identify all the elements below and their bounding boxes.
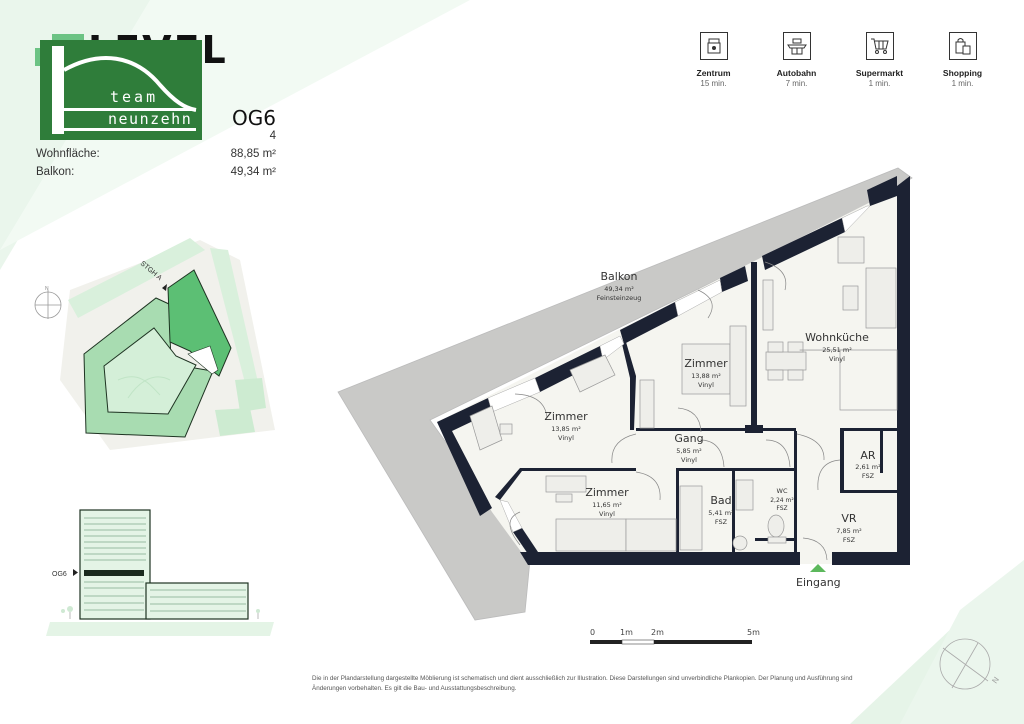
room-labels: Balkon 49,34 m² Feinsteinzeug Zimmer 13,… [544,270,881,544]
room-name-gang: Gang [674,432,703,445]
building-section: OG6 [46,509,274,636]
entrance-arrow-icon [810,564,826,572]
svg-text:FSZ: FSZ [715,518,728,526]
svg-text:11,65 m²: 11,65 m² [592,501,622,509]
interior-walls [495,262,898,552]
amenity-distance: 1 min. [951,79,974,88]
city-center-icon [699,32,728,60]
scale-label: 0 [590,628,596,637]
svg-text:N: N [990,675,1001,685]
logo-mark-icon [52,46,197,134]
amenity-label: Zentrum [696,68,731,78]
room-name-zimmer: Zimmer [585,486,629,499]
svg-text:13,85 m²: 13,85 m² [551,425,581,433]
svg-text:FSZ: FSZ [843,536,856,544]
svg-text:FSZ: FSZ [862,472,875,480]
svg-text:N: N [45,286,49,292]
room-name-bad: Bad [710,494,731,507]
info-row-rooms: Zimmer: 4 [36,130,276,142]
shopping-bag-icon [948,32,977,60]
svg-text:5,41 m²: 5,41 m² [708,509,734,517]
svg-text:Vinyl: Vinyl [558,434,574,442]
info-value: 88,85 m² [230,148,276,160]
info-label: Wohnfläche: [36,148,100,160]
unit-id: OG6 [232,106,276,130]
site-plan: STGH A N [34,238,275,450]
room-name-vr: VR [841,512,857,525]
svg-text:25,51 m²: 25,51 m² [822,346,852,354]
shopping-cart-icon [865,32,894,60]
amenity-shopping: Shopping 1 min. [921,32,1004,88]
room-name-ar: AR [860,449,876,462]
amenity-label: Shopping [942,68,983,78]
entrance-label: Eingang [796,576,841,589]
svg-text:2,24 m²: 2,24 m² [770,497,794,504]
amenities-bar: Zentrum 15 min. Autobahn 7 min. Supermar… [672,32,1004,88]
outer-walls [437,176,910,565]
amenity-label: Supermarkt [855,68,904,78]
site-north-compass-icon: N [34,286,62,319]
scale-label: 5m [747,628,760,637]
team-neunzehn-logo: team neunzehn [40,40,202,140]
room-name-zimmer: Zimmer [544,410,588,423]
amenity-distance: 7 min. [785,79,808,88]
logo-accent [52,34,84,44]
scale-bar [590,639,752,645]
amenity-zentrum: Zentrum 15 min. [672,32,755,88]
door-swings [509,261,841,561]
svg-text:13,88 m²: 13,88 m² [691,372,721,380]
scale-label: 2m [651,628,664,637]
logo-accent [35,48,43,66]
section-floor-label: OG6 [52,571,67,578]
logo-text-neunzehn: neunzehn [108,110,193,128]
current-floor-highlight [84,570,144,576]
scale-label: 1m [620,628,633,637]
furniture [469,236,898,552]
room-name-wohnkueche: Wohnküche [805,331,869,344]
amenity-autobahn: Autobahn 7 min. [755,32,838,88]
room-name-wc: WC [777,487,788,495]
svg-text:49,34 m²: 49,34 m² [604,285,634,293]
amenity-distance: 1 min. [868,79,891,88]
info-row-balcony: Balkon: 49,34 m² [36,166,276,178]
disclaimer-text: Die in der Plandarstellung dargestellte … [312,675,853,692]
logo-text-team: team [110,88,159,106]
svg-text:Vinyl: Vinyl [681,456,697,464]
svg-text:Feinsteinzeug: Feinsteinzeug [597,294,642,302]
svg-text:Vinyl: Vinyl [829,355,845,363]
scale-bar-labels: 0 1m 2m 5m [590,628,770,638]
highway-icon [782,32,811,60]
amenity-distance: 15 min. [700,79,727,88]
svg-text:FSZ: FSZ [776,505,787,512]
svg-text:2,61 m²: 2,61 m² [855,463,881,471]
svg-text:Vinyl: Vinyl [698,381,714,389]
info-row-living-area: Wohnfläche: 88,85 m² [36,148,276,160]
amenity-supermarkt: Supermarkt 1 min. [838,32,921,88]
info-value: 4 [269,130,276,142]
svg-text:5,85 m²: 5,85 m² [676,447,702,455]
info-label: Balkon: [36,166,75,178]
room-name-zimmer: Zimmer [684,357,728,370]
info-value: 49,34 m² [230,166,276,178]
room-name-balkon: Balkon [600,270,637,283]
svg-text:7,85 m²: 7,85 m² [836,527,862,535]
svg-text:Vinyl: Vinyl [599,510,615,518]
amenity-label: Autobahn [776,68,817,78]
windows [487,205,871,533]
